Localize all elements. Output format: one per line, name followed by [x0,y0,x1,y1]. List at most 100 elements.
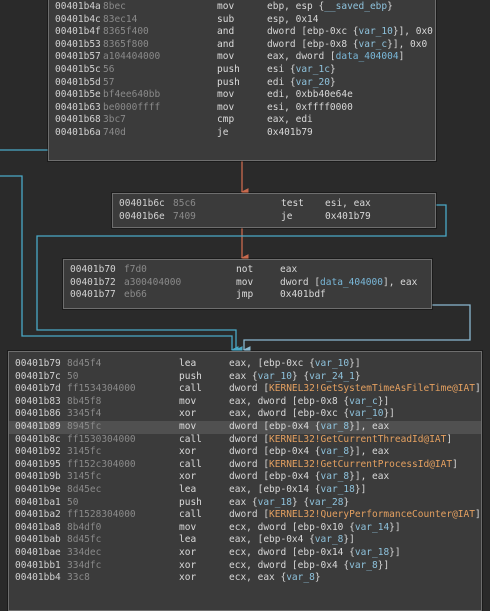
instruction-bytes[interactable]: 50 [67,496,79,508]
instruction-address[interactable]: 00401b79 [15,358,61,369]
stack-variable[interactable]: __saved_ebp [324,1,388,12]
instruction-bytes[interactable]: 3145fc [67,446,102,458]
instruction-address[interactable]: 00401b92 [15,446,61,458]
stack-variable[interactable]: var_8 [314,534,344,546]
instruction-mnemonic[interactable]: je [281,210,293,222]
instruction-address[interactable]: 00401b72 [70,276,116,288]
instruction-address[interactable]: 00401b63 [55,101,101,113]
instruction-address[interactable]: 00401ba2 [15,509,61,521]
instruction-address[interactable]: 00401b53 [55,38,101,50]
instruction-mnemonic[interactable]: mov [217,51,235,63]
instruction-bytes[interactable]: bf4ee640bb [103,89,161,101]
stack-variable[interactable]: var_8 [349,559,378,571]
instruction-mnemonic[interactable]: mov [179,521,197,533]
instruction-mnemonic[interactable]: xor [179,572,197,584]
instruction-address[interactable]: 00401b5e [55,89,101,101]
instruction-bytes[interactable]: 33c8 [67,572,90,584]
instruction-mnemonic[interactable]: push [217,63,240,75]
instruction-bytes[interactable]: 56 [103,63,115,75]
stack-variable[interactable]: var_10 [314,358,350,369]
instruction-mnemonic[interactable]: xor [179,408,197,420]
instruction-mnemonic[interactable]: call [179,433,202,445]
instruction-bytes[interactable]: 334dec [67,546,102,558]
stack-variable[interactable]: var_28 [309,496,344,508]
instruction-mnemonic[interactable]: mov [179,420,197,432]
instruction-address[interactable]: 00401ba1 [15,496,61,508]
instruction-mnemonic[interactable]: mov [179,395,197,407]
stack-variable[interactable]: var_8 [286,572,315,584]
instruction-address[interactable]: 00401b4a [55,1,101,12]
instruction-mnemonic[interactable]: xor [179,559,197,571]
instruction-mnemonic[interactable]: lea [179,534,197,546]
import-symbol[interactable]: KERNEL32!QueryPerformanceCounter@IAT [269,509,475,521]
instruction-bytes[interactable]: 50 [67,370,79,382]
stack-variable[interactable]: var_18 [354,546,390,558]
instruction-address[interactable]: 00401bab [15,534,61,546]
instruction-address[interactable]: 00401b6e [119,210,165,222]
stack-variable[interactable]: var_10 [257,370,292,382]
instruction-mnemonic[interactable]: and [217,26,235,38]
instruction-bytes[interactable]: 8d45ec [67,483,102,495]
instruction-bytes[interactable]: 57 [103,76,115,88]
instruction-mnemonic[interactable]: mov [236,276,254,288]
instruction-mnemonic[interactable]: test [281,198,304,209]
instruction-mnemonic[interactable]: jmp [236,289,254,301]
instruction-address[interactable]: 00401b5d [55,76,101,88]
instruction-address[interactable]: 00401b83 [15,395,61,407]
instruction-bytes[interactable]: 740d [103,126,126,138]
instruction-mnemonic[interactable]: mov [217,1,235,12]
instruction-address[interactable]: 00401b7d [15,383,61,395]
instruction-bytes[interactable]: be0000ffff [103,101,161,113]
stack-variable[interactable]: var_c [349,395,378,407]
stack-variable[interactable]: var_8 [320,446,350,458]
instruction-mnemonic[interactable]: xor [179,546,197,558]
instruction-bytes[interactable]: eb66 [124,289,147,301]
instruction-bytes[interactable]: 85c6 [173,198,196,209]
instruction-address[interactable]: 00401b70 [70,264,116,275]
instruction-bytes[interactable]: 83ec14 [103,13,138,25]
stack-variable[interactable]: var_8 [320,471,350,483]
instruction-bytes[interactable]: ff152c304000 [67,458,136,470]
instruction-address[interactable]: 00401b8c [15,433,61,445]
instruction-bytes[interactable]: a104404000 [103,51,161,63]
instruction-address[interactable]: 00401b6a [55,126,101,138]
instruction-bytes[interactable]: 8b4df0 [67,521,102,533]
instruction-bytes[interactable]: 334dfc [67,559,102,571]
instruction-mnemonic[interactable]: push [179,496,202,508]
instruction-mnemonic[interactable]: mov [217,89,235,101]
instruction-address[interactable]: 00401bae [15,546,61,558]
stack-variable[interactable]: var_8 [320,420,350,432]
instruction-bytes[interactable]: 8b45f8 [67,395,102,407]
stack-variable[interactable]: var_18 [320,483,355,495]
instruction-bytes[interactable]: 3145fc [67,471,102,483]
instruction-bytes[interactable]: f7d0 [124,264,147,275]
instruction-mnemonic[interactable]: sub [217,13,235,25]
instruction-bytes[interactable]: 8bec [103,1,126,12]
instruction-mnemonic[interactable]: not [236,264,254,275]
